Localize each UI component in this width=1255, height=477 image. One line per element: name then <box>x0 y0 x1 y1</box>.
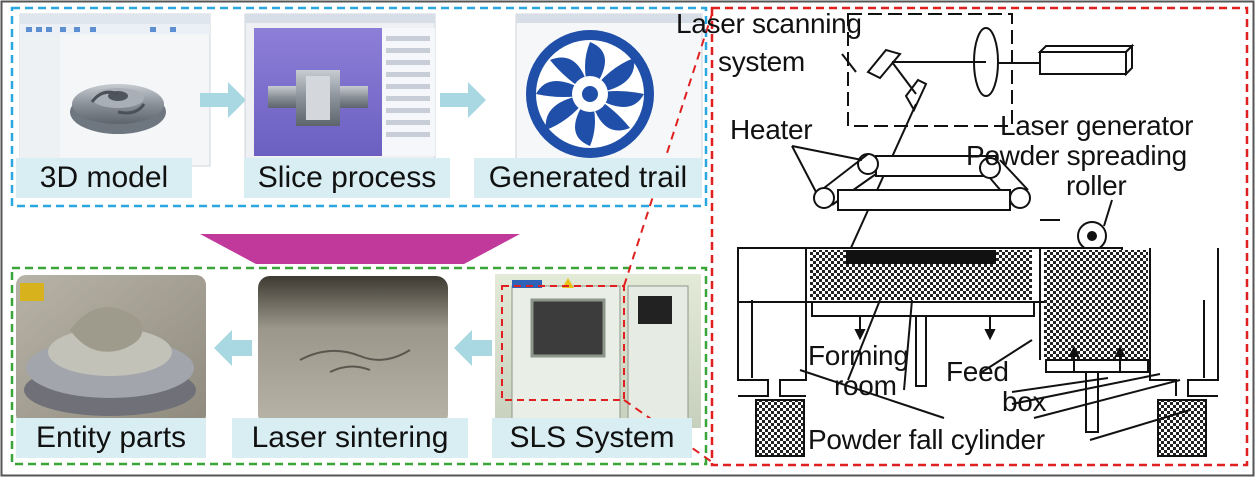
heater-bottom-bar <box>837 189 1011 211</box>
sls-highlight-box <box>501 285 625 401</box>
bottom-group-box <box>10 266 708 466</box>
caption-slice-process: Slice process <box>244 158 450 198</box>
label-laser-scanning-line2: system <box>718 46 805 77</box>
feed-box-powder <box>1044 250 1148 360</box>
laser-generator <box>1039 51 1127 75</box>
label-feed-line1: Feed <box>946 356 1009 387</box>
label-laser-generator: Laser generator <box>1000 110 1194 141</box>
powder-cylinder-right <box>1157 399 1207 457</box>
flow-arrow-left-1 <box>214 330 252 366</box>
feed-platform <box>1045 359 1149 373</box>
label-powder-spreading-line1: Powder spreading <box>966 140 1187 171</box>
top-group-box <box>10 6 708 208</box>
caption-entity-parts: Entity parts <box>16 418 206 458</box>
caption-laser-sintering: Laser sintering <box>232 418 468 458</box>
model-thumbnail <box>19 13 211 167</box>
powder-cylinder-left <box>755 399 805 457</box>
forming-platform <box>811 301 1035 317</box>
sls-photo <box>495 274 701 428</box>
zoom-connector-top <box>623 13 713 287</box>
scan-mirror-2 <box>904 78 928 113</box>
caption-generated-trail: Generated trail <box>474 158 702 198</box>
sintering-photo <box>258 276 448 426</box>
entity-photo <box>16 275 206 425</box>
slice-thumbnail <box>244 13 436 167</box>
zoom-connector-bottom <box>623 399 713 463</box>
sintered-layer <box>846 250 996 264</box>
big-down-arrow <box>200 234 520 264</box>
label-laser-scanning-line1: Laser scanning <box>676 8 862 39</box>
sls-schematic <box>737 13 1219 457</box>
heater-left-roller <box>813 187 835 209</box>
label-forming-line1: Forming <box>808 340 909 371</box>
sliced-part-icon <box>268 70 368 126</box>
label-feed-line2: box <box>1002 386 1047 417</box>
label-heater: Heater <box>730 114 813 145</box>
schematic-box <box>710 6 1249 467</box>
impeller-3d-icon <box>70 84 166 134</box>
label-powder-fall-cylinder: Powder fall cylinder <box>808 424 1045 455</box>
label-forming-line2: room <box>834 370 897 401</box>
scanning-system-box <box>847 13 1013 127</box>
label-powder-spreading-line2: roller <box>1066 170 1127 201</box>
flow-arrow-left-2 <box>454 330 492 366</box>
flow-arrow-right-2 <box>440 82 486 118</box>
flow-arrow-right-1 <box>200 82 246 118</box>
caption-3d-model: 3D model <box>16 158 192 198</box>
scan-mirror-1 <box>866 48 902 80</box>
trail-thumbnail <box>515 13 703 167</box>
impeller-trail-icon <box>526 30 654 158</box>
caption-sls-system: SLS System <box>492 418 692 458</box>
